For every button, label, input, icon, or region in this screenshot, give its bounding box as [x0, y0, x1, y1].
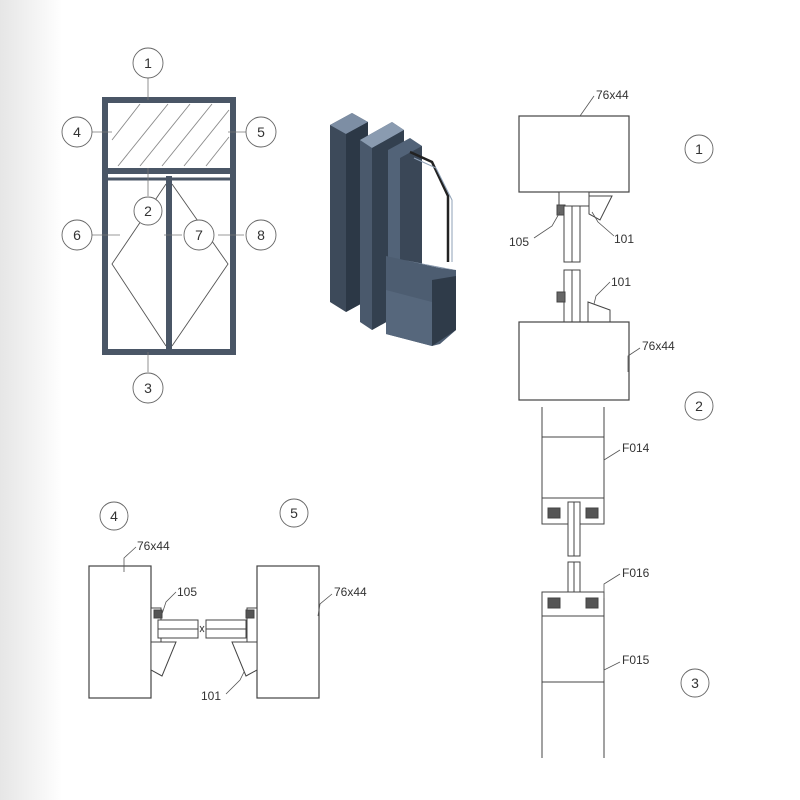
transom-profile [518, 321, 630, 401]
label-f016: F016 [622, 566, 650, 580]
section-marker-1: 1 [684, 134, 714, 164]
section-marker-4: 4 [99, 501, 129, 531]
section-marker-2: 2 [684, 391, 714, 421]
horizontal-section: 76x44 105 76x44 101 4 5 [88, 498, 367, 703]
label-transom: 76x44 [642, 339, 675, 353]
svg-text:2: 2 [695, 398, 703, 414]
svg-text:5: 5 [290, 505, 298, 521]
svg-text:4: 4 [110, 508, 118, 524]
page-edge-shade [0, 0, 62, 800]
sash-f016-profile [541, 591, 605, 617]
horizontal-section-leaders [123, 546, 333, 695]
label-bead-101-h: 101 [201, 689, 221, 703]
fixed-light-glass-hatch [111, 103, 230, 167]
label-bead-101-top: 101 [614, 232, 634, 246]
svg-text:1: 1 [144, 55, 152, 71]
top-bead-profiles [556, 191, 613, 323]
section-marker-5: 5 [279, 498, 309, 528]
label-top-frame: 76x44 [596, 88, 629, 102]
callout-7: 7 [183, 219, 215, 251]
label-bead-105: 105 [509, 235, 529, 249]
callout-8: 8 [245, 219, 277, 251]
svg-text:1: 1 [695, 141, 703, 157]
vertical-section-leaders [533, 95, 641, 680]
horizontal-bead-profiles [150, 607, 258, 677]
svg-text:7: 7 [195, 227, 203, 243]
right-jamb-profile [256, 565, 320, 699]
profile-3d-render [330, 113, 456, 346]
callout-1: 1 [132, 47, 164, 79]
callout-6: 6 [61, 219, 93, 251]
label-right-jamb: 76x44 [334, 585, 367, 599]
callout-2: 2 [133, 196, 163, 226]
callout-4: 4 [61, 116, 93, 148]
elevation-leaders [92, 78, 246, 372]
svg-text:6: 6 [73, 227, 81, 243]
section-marker-3: 3 [680, 668, 710, 698]
label-left-jamb: 76x44 [137, 539, 170, 553]
svg-text:8: 8 [257, 227, 265, 243]
sash-f015-profile [541, 616, 605, 758]
left-jamb-profile [88, 565, 152, 699]
label-f015: F015 [622, 653, 650, 667]
sash-f014-profile [541, 407, 605, 593]
label-f014: F014 [622, 441, 650, 455]
svg-text:3: 3 [691, 675, 699, 691]
callout-5: 5 [245, 116, 277, 148]
label-bead-105-h: 105 [177, 585, 197, 599]
svg-text:3: 3 [144, 380, 152, 396]
svg-text:5: 5 [257, 124, 265, 140]
window-elevation: 1 2 3 4 5 6 7 8 [61, 47, 277, 404]
vertical-section: 76x44 105 101 101 76x44 F014 F016 F015 1… [509, 88, 714, 758]
svg-text:4: 4 [73, 124, 81, 140]
top-frame-profile [518, 115, 630, 193]
label-bead-101-mid: 101 [611, 275, 631, 289]
svg-text:2: 2 [144, 203, 152, 219]
callout-3: 3 [132, 372, 164, 404]
